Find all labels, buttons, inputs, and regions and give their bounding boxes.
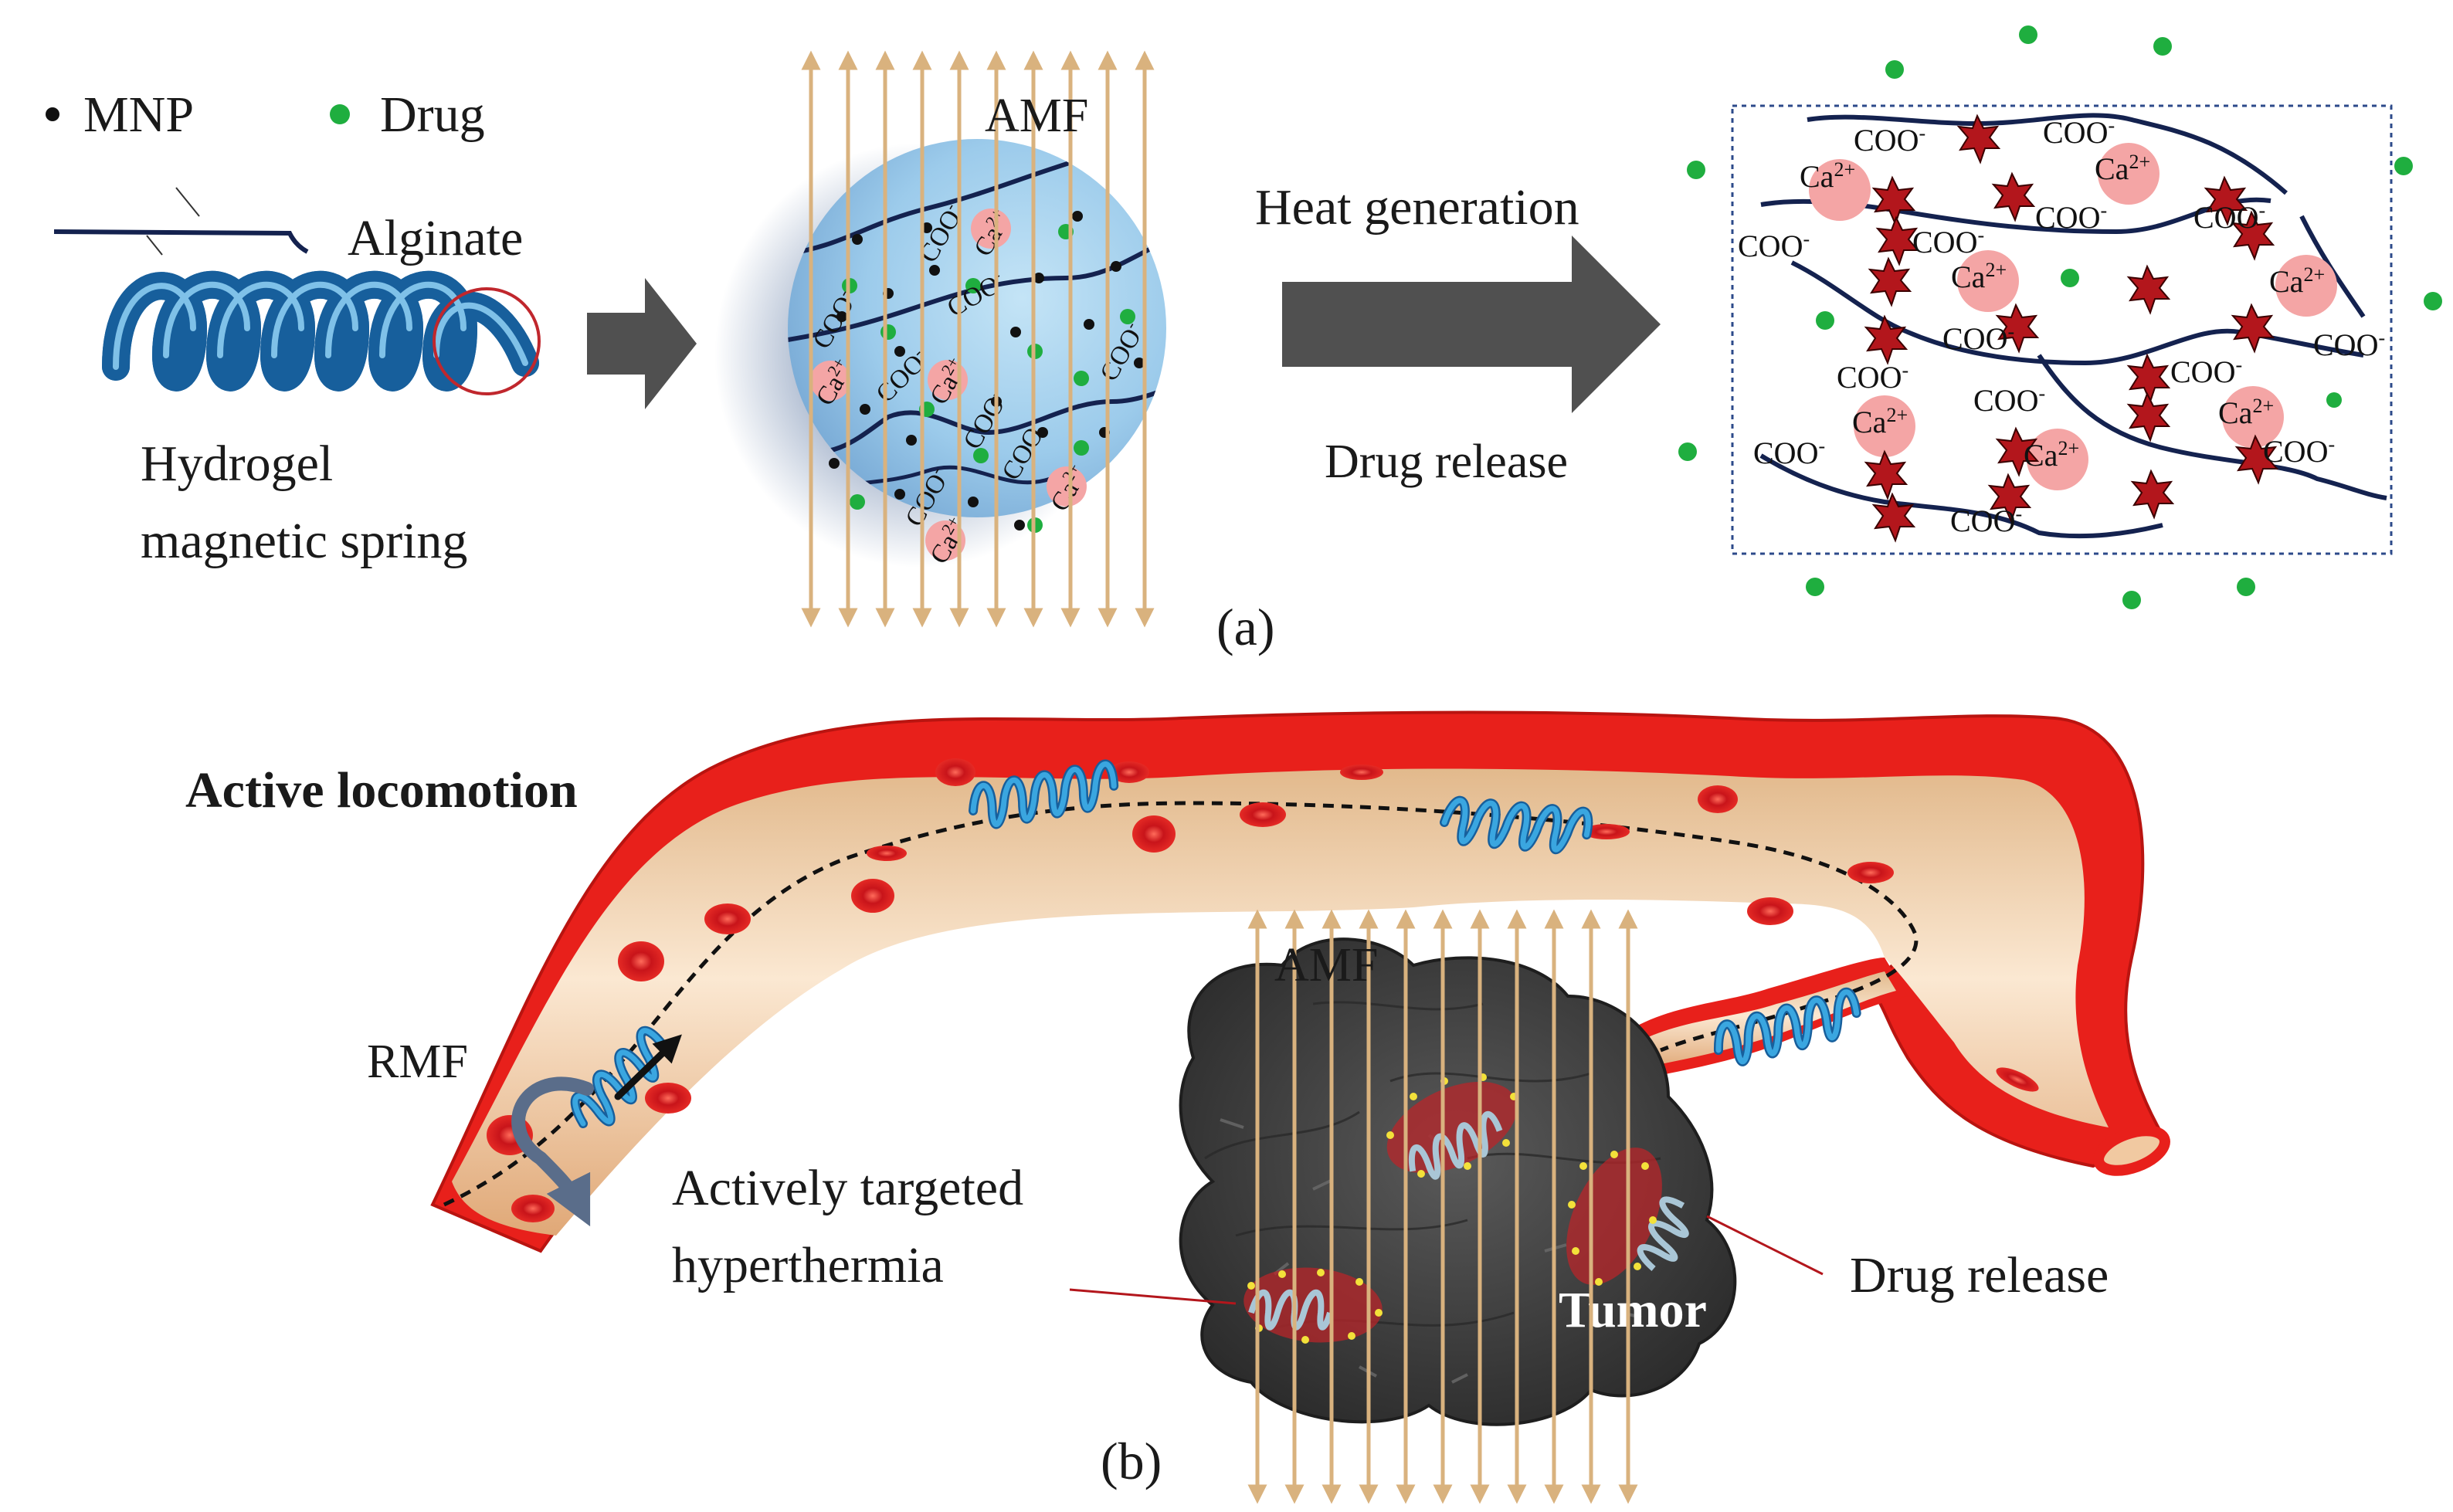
svg-text:COO-: COO- <box>1942 320 2014 357</box>
svg-text:COO-: COO- <box>2313 327 2385 363</box>
crosslinked-network: COO- COO- Ca2+ Ca2+ COO- COO- COO- COO- … <box>1678 25 2442 609</box>
spring-label-line2: magnetic spring <box>141 513 467 569</box>
carboxylate-label: COO <box>1854 123 1919 158</box>
carboxylate-label: COO <box>1950 503 2015 538</box>
svg-text:Ca2+: Ca2+ <box>2024 437 2079 473</box>
alginate-chain-icon <box>53 229 309 254</box>
heat-arrow <box>1282 236 1661 413</box>
svg-text:COO-: COO- <box>2170 354 2242 390</box>
svg-text:COO-: COO- <box>1837 359 1908 395</box>
spring-robot <box>1713 987 1861 1066</box>
svg-text:COO-: COO- <box>2193 199 2265 236</box>
legend-mnp: MNP <box>83 86 194 143</box>
motion-direction-arrow <box>614 1034 682 1100</box>
calcium-label: Ca <box>2218 395 2253 430</box>
calcium-label: Ca <box>1951 259 1986 294</box>
magnified-hydrogel-view: Ca2+ COO- COO- COO- COO- Ca2+ COO- COO- … <box>714 50 1166 628</box>
carboxylate-label: COO <box>1753 436 1818 470</box>
tumor-label: Tumor <box>1559 1282 1707 1338</box>
spring-robot <box>1440 795 1593 855</box>
svg-text:COO-: COO- <box>2035 199 2107 236</box>
drug-legend-dot <box>330 104 350 124</box>
amf-field-arrows <box>801 50 1155 628</box>
svg-text:Ca2+: Ca2+ <box>1852 404 1908 440</box>
calcium-label: Ca <box>2095 151 2129 186</box>
drug-molecule-stars <box>1864 114 2279 543</box>
carboxylate-label: COO <box>2170 354 2235 389</box>
legend-drug: Drug <box>380 86 485 143</box>
legend: MNP Drug Alginate <box>46 86 523 266</box>
trajectory-path <box>443 801 1919 1207</box>
spring-robot <box>969 759 1119 829</box>
spring-robot <box>570 1026 667 1128</box>
rmf-label: RMF <box>367 1036 468 1088</box>
calcium-label: Ca <box>1800 159 1834 194</box>
zoom-circle <box>433 287 541 395</box>
released-drug-particles <box>1678 25 2442 609</box>
svg-text:COO-: COO- <box>2043 114 2115 151</box>
carboxylate-label: COO <box>2313 327 2378 362</box>
rotating-field-arrow <box>511 1076 594 1227</box>
carboxylate-label: COO <box>2043 115 2108 150</box>
svg-text:COO-: COO- <box>2263 433 2335 470</box>
svg-text:Ca2+: Ca2+ <box>2218 395 2274 431</box>
red-blood-cells <box>487 758 2039 1222</box>
process-arrow <box>587 278 697 409</box>
calcium-label: Ca <box>2024 438 2058 473</box>
hyperthermia-label-line1: Actively targeted <box>672 1160 1023 1216</box>
spring-robots <box>511 759 1861 1227</box>
svg-text:COO-: COO- <box>1950 503 2022 539</box>
svg-text:COO-: COO- <box>1738 228 1810 264</box>
hydrogel-spring-icon <box>102 285 541 395</box>
pointer-line <box>146 235 163 256</box>
amf-field-arrows <box>1247 909 1638 1504</box>
panel-a: MNP Drug Alginate Hydrogel magnetic spri… <box>46 25 2442 656</box>
hyperthermia-pointer <box>1069 1288 1237 1305</box>
drug-release-label: Drug release <box>1325 436 1568 488</box>
carboxylate-label: COO <box>2263 434 2328 469</box>
legend-alginate: Alginate <box>348 210 523 266</box>
calcium-label: Ca <box>2269 264 2304 299</box>
carboxylate-label: COO <box>2035 200 2100 235</box>
panel-b-label: (b) <box>1101 1432 1162 1490</box>
drug-release-label: Drug release <box>1850 1247 2109 1304</box>
carboxylate-label: COO <box>1973 383 2038 418</box>
pointer-line <box>175 187 200 217</box>
carboxylate-label: COO <box>1738 229 1803 263</box>
active-locomotion-label: Active locomotion <box>185 762 578 819</box>
panel-a-label: (a) <box>1216 598 1274 656</box>
panel-b: Active locomotion <box>185 710 2170 1504</box>
carboxylate-label: COO <box>1837 360 1902 395</box>
svg-text:COO-: COO- <box>1912 224 1984 260</box>
carboxylate-label: COO <box>2193 200 2258 235</box>
amf-label: AMF <box>1274 939 1378 992</box>
svg-text:COO-: COO- <box>1753 435 1825 471</box>
svg-text:Ca2+: Ca2+ <box>2269 263 2325 300</box>
tumor: Tumor <box>1179 937 1737 1426</box>
mnp-legend-dot <box>46 107 59 121</box>
amf-label: AMF <box>985 90 1088 142</box>
svg-text:Ca2+: Ca2+ <box>1951 259 2007 295</box>
heat-generation-label: Heat generation <box>1255 179 1579 236</box>
svg-text:Ca2+: Ca2+ <box>2095 151 2150 187</box>
calcium-label: Ca <box>1852 405 1887 439</box>
svg-text:COO-: COO- <box>1854 122 1925 158</box>
network-calcium-ions <box>1809 143 2337 490</box>
carboxylate-label: COO <box>1912 225 1977 259</box>
svg-text:Ca2+: Ca2+ <box>1800 158 1855 195</box>
carboxylate-label: COO <box>1942 321 2007 356</box>
svg-text:COO-: COO- <box>1973 382 2045 419</box>
spring-label-line1: Hydrogel <box>141 436 333 492</box>
network-chemistry-labels: COO- COO- Ca2+ Ca2+ COO- COO- COO- COO- … <box>1738 114 2385 539</box>
drug-release-pointer <box>1706 1215 1824 1276</box>
hyperthermia-label-line2: hyperthermia <box>672 1237 944 1293</box>
